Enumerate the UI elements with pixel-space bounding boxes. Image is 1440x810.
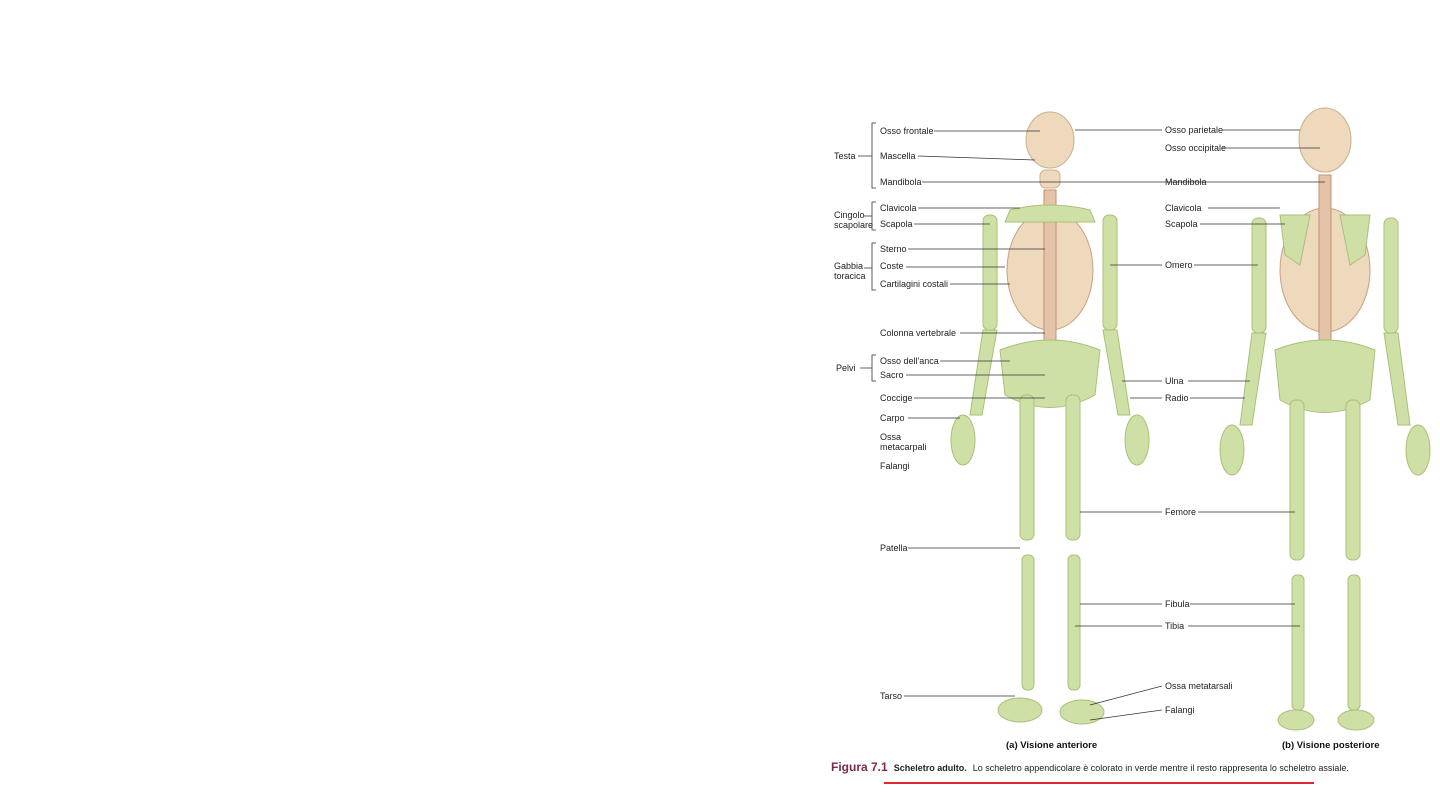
red-underline	[884, 782, 1314, 784]
view-a-caption: (a) Visione anteriore	[1006, 740, 1098, 751]
label-tarso: Tarso	[880, 691, 903, 701]
label-fibula: Fibula	[1165, 599, 1190, 609]
posterior-skeleton	[1219, 107, 1431, 731]
label-colonna-vertebrale: Colonna vertebrale	[880, 328, 957, 338]
label-sterno: Sterno	[880, 244, 907, 254]
label-ossa-metacarpali: Ossa metacarpali	[880, 432, 927, 452]
label-patella: Patella	[880, 543, 908, 553]
label-mandibola-post: Mandibola	[1165, 177, 1207, 187]
label-osso-occipitale: Osso occipitale	[1165, 143, 1227, 153]
label-ulna: Ulna	[1165, 376, 1184, 386]
label-radio: Radio	[1165, 393, 1189, 403]
figure-number: Figura 7.1	[831, 760, 888, 774]
anterior-skeleton	[950, 111, 1150, 725]
label-omero: Omero	[1165, 260, 1193, 270]
label-femore: Femore	[1165, 507, 1197, 517]
group-label-cingolo-scapolare: Cingolo scapolare	[834, 210, 874, 230]
label-clavicola-post: Clavicola	[1165, 203, 1202, 213]
label-ossa-metatarsali: Ossa metatarsali	[1165, 681, 1233, 691]
label-sacro: Sacro	[880, 370, 904, 380]
label-scapola-post: Scapola	[1165, 219, 1198, 229]
label-scapola: Scapola	[880, 219, 913, 229]
label-mandibola: Mandibola	[880, 177, 922, 187]
view-b-caption: (b) Visione posteriore	[1282, 740, 1380, 751]
label-tibia: Tibia	[1165, 621, 1185, 631]
label-clavicola: Clavicola	[880, 203, 917, 213]
figure-caption-text: Lo scheletro appendicolare è colorato in…	[972, 763, 1349, 773]
label-carpo: Carpo	[880, 413, 905, 423]
label-falangi-piede: Falangi	[1165, 705, 1195, 715]
figure-title: Scheletro adulto.	[893, 763, 967, 773]
group-label-testa: Testa	[834, 151, 856, 161]
label-mascella: Mascella	[880, 151, 916, 161]
label-osso-anca: Osso dell'anca	[880, 356, 939, 366]
label-osso-frontale: Osso frontale	[880, 126, 934, 136]
leader-lines	[858, 122, 1325, 721]
group-label-pelvi: Pelvi	[836, 363, 856, 373]
label-falangi-mano: Falangi	[880, 461, 910, 471]
figure-caption: Figura 7.1 Scheletro adulto. Lo scheletro …	[831, 760, 1349, 774]
group-label-gabbia-toracica: Gabbia toracica	[834, 261, 866, 281]
label-coccige: Coccige	[880, 393, 913, 403]
label-coste: Coste	[880, 261, 904, 271]
label-osso-parietale: Osso parietale	[1165, 125, 1224, 135]
label-cartilagini-costali: Cartilagini costali	[880, 279, 949, 289]
